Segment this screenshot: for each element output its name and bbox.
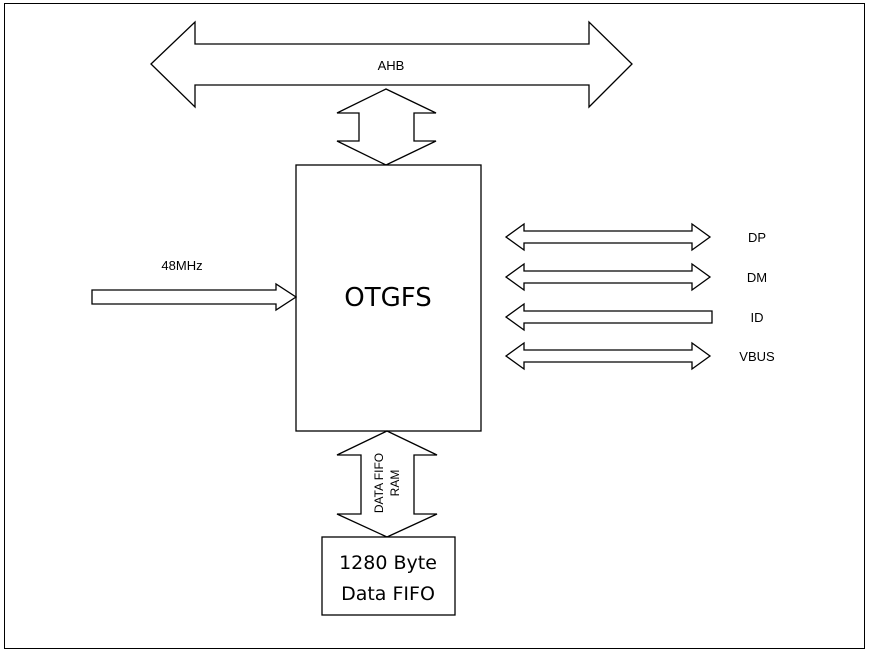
diagram-frame [4,3,865,649]
otgfs-core-label: OTGFS [344,283,432,313]
id-signal-arrow [504,302,713,332]
fifo-ram-link-arrow [336,430,438,538]
dm-signal-arrow [504,262,712,292]
otgfs-core-block [295,164,482,432]
clock-label: 48MHz [161,258,202,273]
ahb-core-link-arrow [336,88,437,166]
fifo-link-label-1: DATA FIFO [372,453,386,513]
fifo-link-label-2: RAM [388,470,402,497]
id-signal-label: ID [751,310,764,325]
fifo-ram-link-labels: DATA FIFO RAM [372,453,402,513]
dm-signal-label: DM [747,270,767,285]
data-fifo-line-2: Data FIFO [341,583,435,605]
vbus-signal-arrow [504,341,712,371]
data-fifo-line-1: 1280 Byte [339,552,437,574]
ahb-bus-arrow [150,20,633,109]
dp-signal-arrow [504,222,712,252]
dp-signal-label: DP [748,230,766,245]
ahb-label: AHB [378,58,405,73]
clock-input-arrow [91,282,298,312]
vbus-signal-label: VBUS [739,349,775,364]
data-fifo-block [321,536,456,616]
